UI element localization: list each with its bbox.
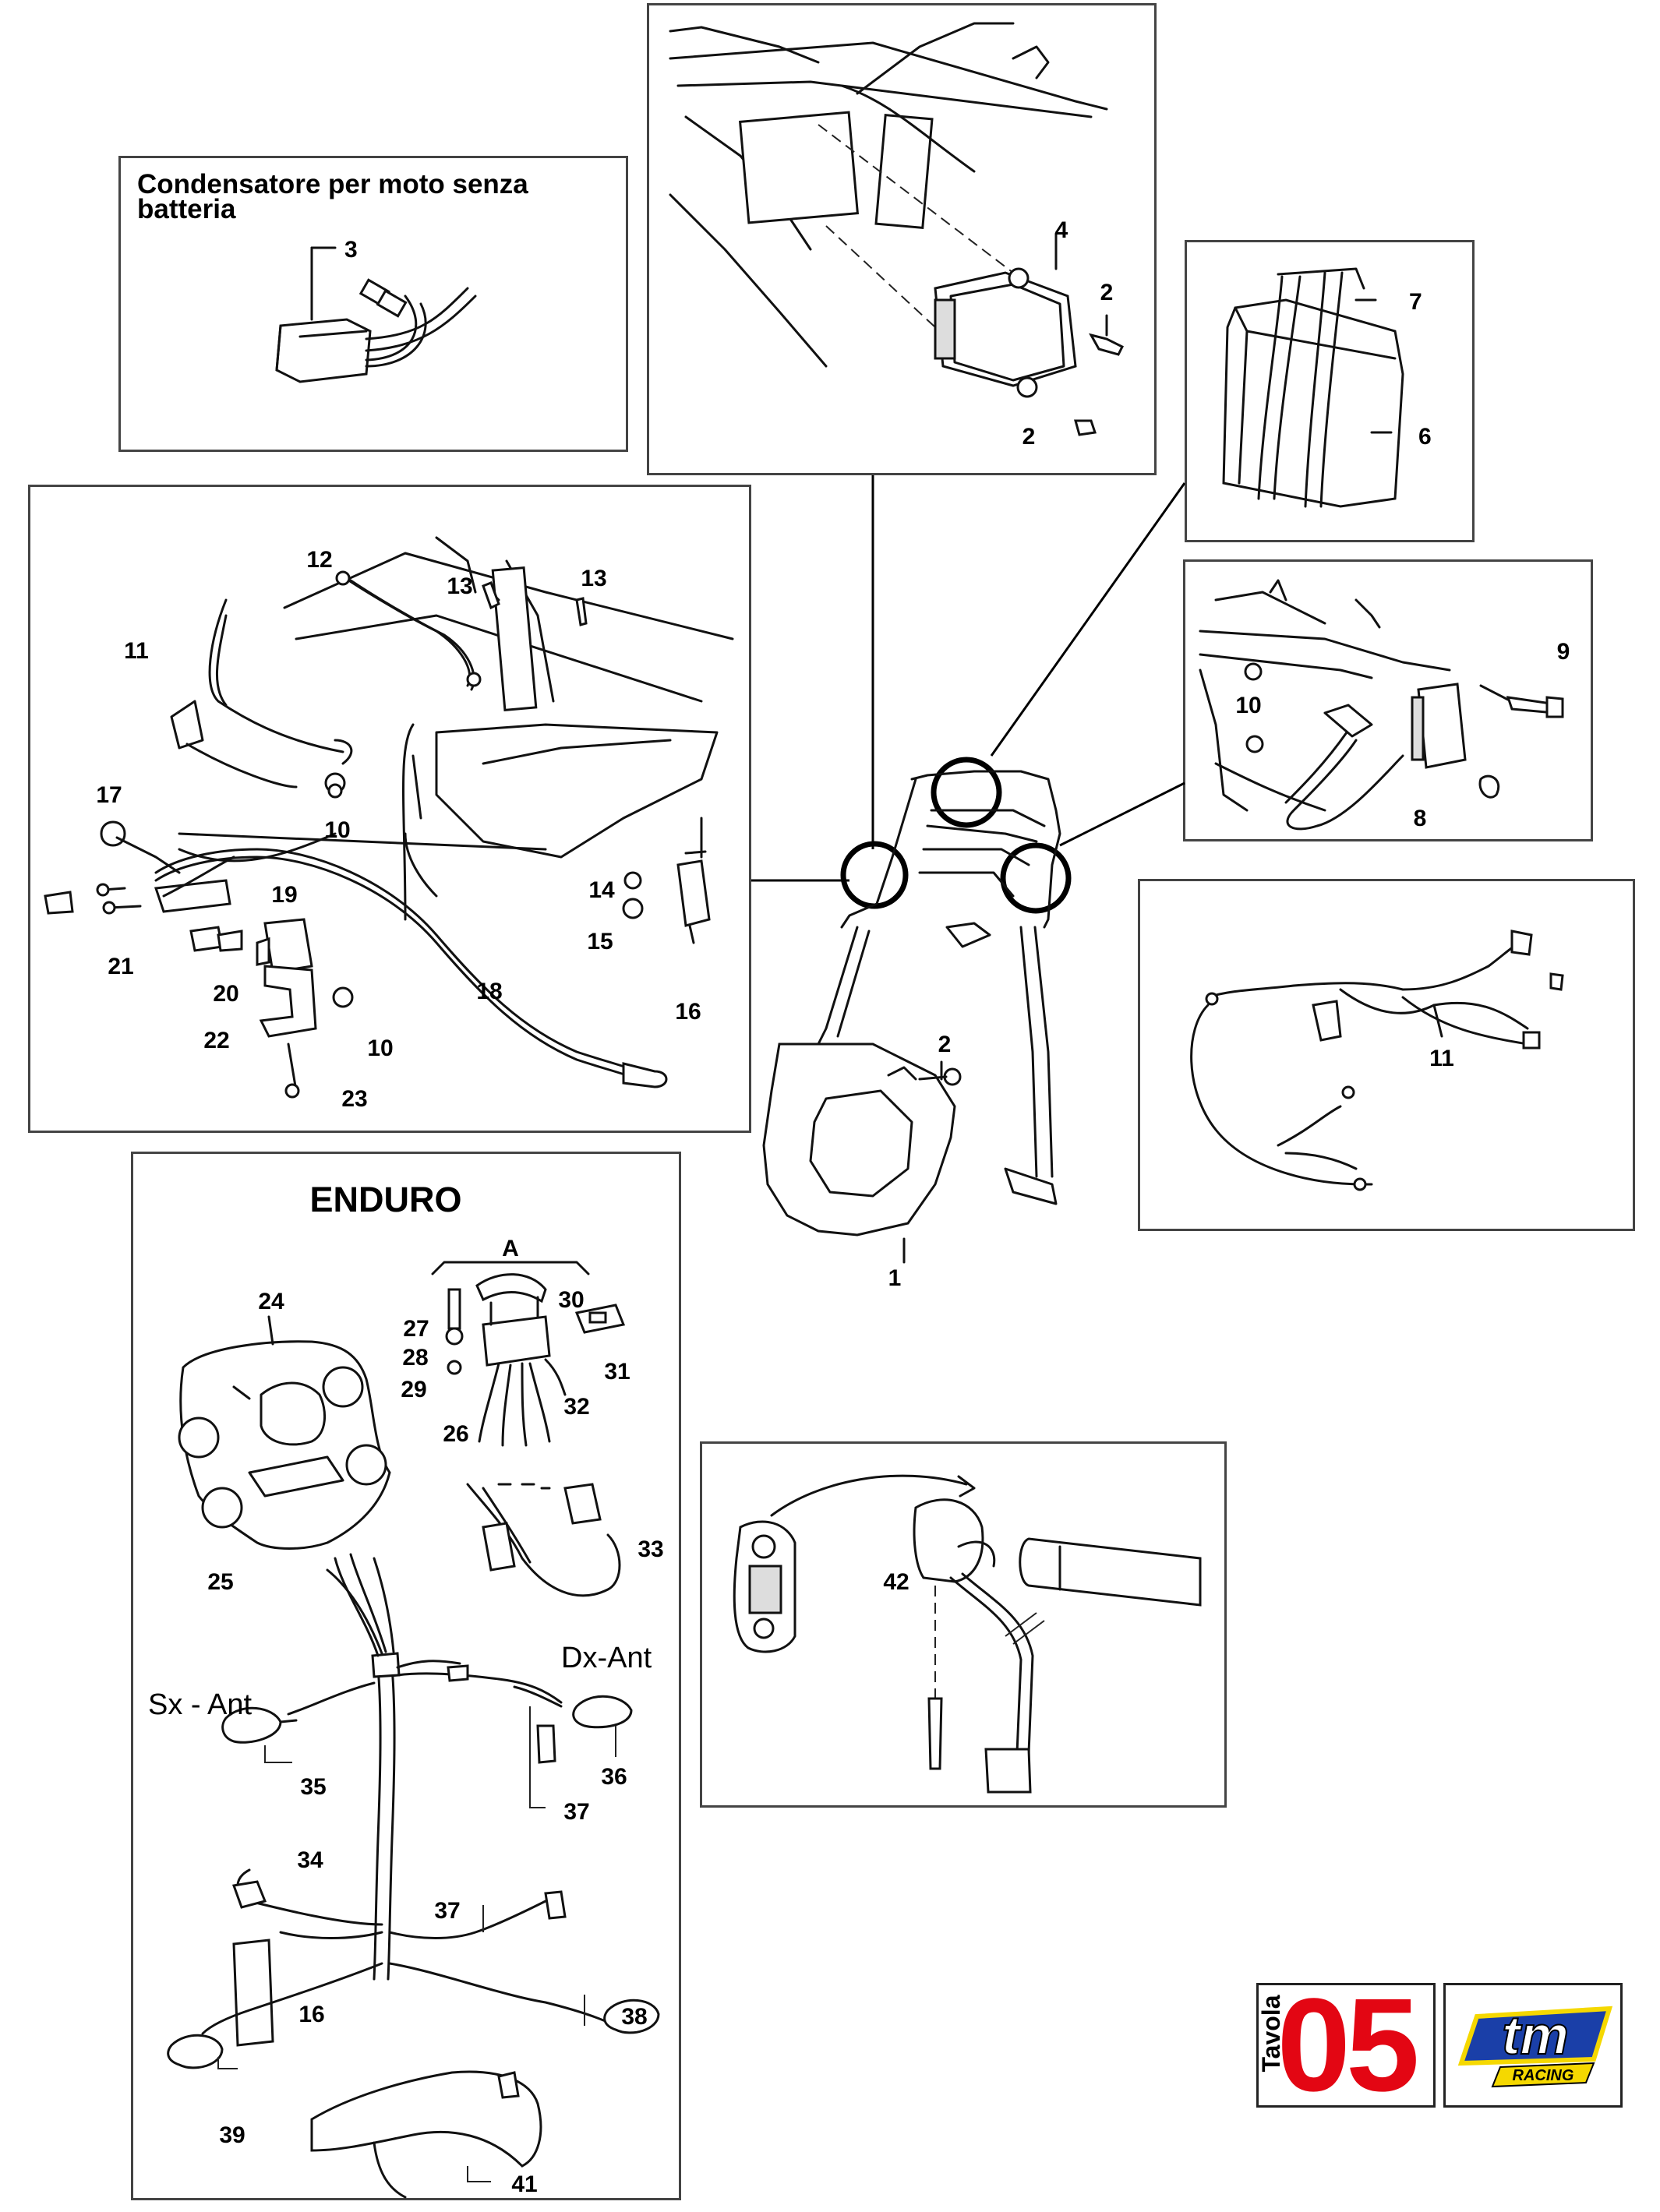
callout-10-a: 10: [324, 817, 350, 843]
leader-lines: [751, 475, 1186, 882]
callout-37-lower: 37: [434, 1898, 460, 1924]
side-label-left: Sx - Ant: [148, 1688, 252, 1721]
highlight-circle-right: [1000, 842, 1072, 914]
callout-21: 21: [108, 954, 133, 979]
callout-13-a: 13: [447, 573, 472, 599]
frame-harness-panel: [28, 485, 751, 1133]
callout-24: 24: [258, 1289, 284, 1314]
highlight-circle-left: [840, 841, 909, 909]
callout-38: 38: [621, 2004, 647, 2030]
capacitor-title-line1: Condensatore per moto senza: [137, 169, 528, 199]
callout-32: 32: [563, 1394, 589, 1420]
callout-18: 18: [476, 979, 502, 1004]
callout-11-frame: 11: [124, 638, 149, 664]
highlight-circle-top: [931, 757, 1002, 828]
callout-6: 6: [1418, 424, 1432, 450]
callout-19: 19: [271, 882, 297, 908]
callout-1: 1: [888, 1265, 902, 1291]
callout-20: 20: [213, 981, 238, 1007]
callout-14: 14: [588, 877, 615, 903]
callout-12: 12: [306, 547, 332, 573]
callout-10-c: 10: [1235, 693, 1261, 718]
callout-3: 3: [344, 237, 358, 263]
capacitor-drawing: [275, 246, 477, 383]
callout-41: 41: [511, 2171, 537, 2197]
callout-16-frame: 16: [675, 999, 701, 1025]
callout-25: 25: [207, 1569, 233, 1595]
callout-34: 34: [297, 1847, 323, 1873]
regulator-drawing: [669, 22, 1125, 436]
callout-31: 31: [604, 1359, 630, 1385]
callout-A: A: [502, 1236, 519, 1261]
callout-2-center: 2: [938, 1032, 952, 1057]
callout-7: 7: [1409, 289, 1422, 315]
callout-23: 23: [341, 1086, 367, 1112]
callout-11-harness: 11: [1429, 1046, 1454, 1071]
wiring-harness-drawing: [1190, 930, 1564, 1191]
callout-2-upper: 2: [1100, 280, 1114, 305]
enduro-drawing: [167, 1261, 660, 2199]
central-frame-drawing: [762, 770, 1061, 1264]
callout-22: 22: [203, 1028, 229, 1053]
relay-drawing: [1199, 579, 1564, 831]
side-label-right: Dx-Ant: [561, 1642, 652, 1674]
callout-39: 39: [219, 2122, 245, 2148]
callout-29: 29: [401, 1377, 426, 1402]
logo-subtext: RACING: [1513, 2067, 1574, 2084]
callout-9: 9: [1557, 639, 1570, 665]
callout-2-lower: 2: [1022, 424, 1036, 450]
callout-35: 35: [300, 1774, 326, 1800]
callout-42: 42: [883, 1569, 909, 1595]
callout-33: 33: [638, 1536, 663, 1562]
logo-text: tm: [1502, 2005, 1569, 2066]
callout-27: 27: [403, 1316, 429, 1342]
regulator-panel: [647, 3, 1157, 475]
battery-drawing: [1222, 267, 1404, 508]
callout-4: 4: [1055, 217, 1068, 243]
callout-15: 15: [587, 929, 613, 954]
frame-harness-drawing: [44, 536, 734, 1099]
plate-number-box: 05: [1256, 1979, 1436, 2111]
handlebar-switch-drawing: [733, 1474, 1202, 1794]
tm-racing-logo: tm RACING: [1443, 1983, 1623, 2108]
callout-37-upper: 37: [563, 1799, 589, 1825]
callout-13-b: 13: [581, 566, 606, 591]
callout-30: 30: [558, 1287, 584, 1313]
callout-17: 17: [96, 782, 122, 808]
wiring-harness-panel: [1138, 879, 1635, 1231]
callout-8: 8: [1414, 806, 1427, 831]
callout-36: 36: [601, 1764, 627, 1790]
logo-graphic: tm RACING: [1457, 2004, 1613, 2088]
callout-16-enduro: 16: [298, 2002, 324, 2027]
capacitor-panel: [118, 156, 628, 452]
enduro-title: ENDURO: [309, 1180, 461, 1219]
callout-10-b: 10: [367, 1035, 393, 1061]
callout-numbers: 1 2 2 2 3 4 6 7 8 9 10 10 10 11 11 12 13…: [96, 217, 1570, 2197]
callout-26: 26: [443, 1421, 468, 1447]
callout-28: 28: [402, 1345, 428, 1371]
capacitor-title-line2: batteria: [137, 194, 236, 224]
plate-number: 05: [1277, 1971, 1419, 2119]
